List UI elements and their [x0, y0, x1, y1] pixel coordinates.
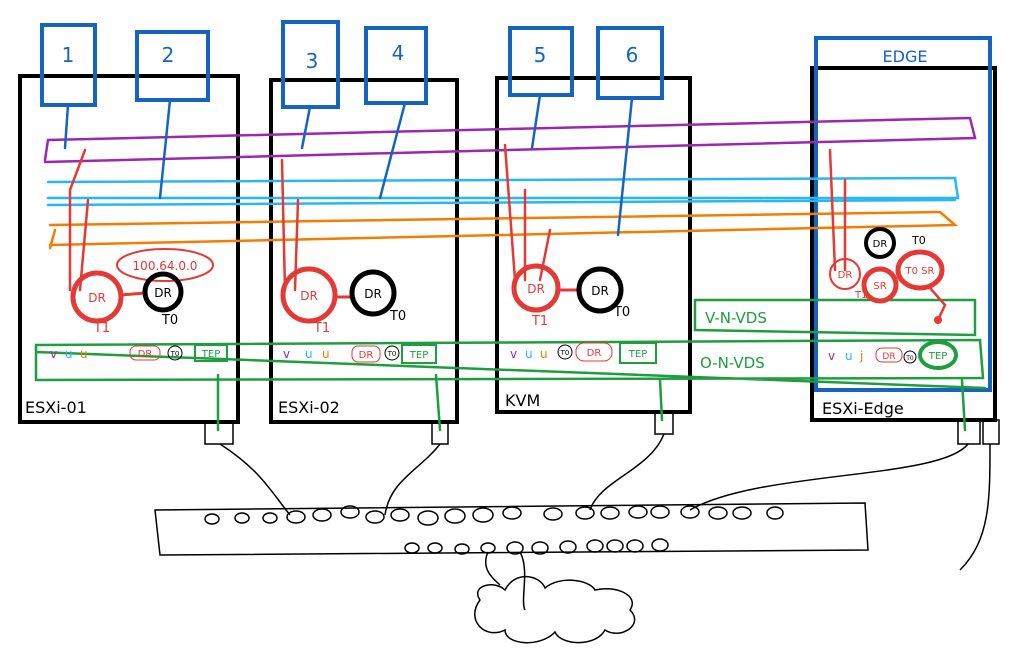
svg-text:TEP: TEP — [409, 350, 428, 361]
svg-text:v: v — [50, 347, 57, 361]
svg-text:DR: DR — [882, 352, 895, 362]
t1-label: T1 — [93, 321, 110, 336]
svg-text:TEP: TEP — [201, 349, 220, 360]
svg-text:T0: T0 — [170, 350, 180, 358]
vm-label: 4 — [392, 41, 405, 65]
vm-6: 6 — [596, 26, 664, 100]
svg-text:DR: DR — [591, 284, 609, 298]
svg-text:v: v — [510, 347, 517, 361]
vm-label: 6 — [626, 43, 639, 67]
svg-text:TEP: TEP — [928, 351, 947, 362]
t0-label: T0 — [389, 309, 406, 324]
dr-t1-kvm: DR — [511, 263, 561, 313]
dr-t0-esxi02: DR — [349, 269, 397, 317]
segment-cyan — [46, 176, 960, 207]
uplink — [928, 286, 947, 322]
svg-text:DR: DR — [838, 270, 853, 281]
dr-t0-esxi01: DR — [142, 271, 184, 313]
svg-text:DR: DR — [300, 289, 318, 303]
vm-4: 4 — [364, 26, 428, 105]
physical-switch — [154, 502, 869, 556]
svg-text:T0 SR: T0 SR — [905, 266, 935, 277]
svg-text:SR: SR — [873, 281, 886, 292]
t1-label: T1 — [313, 321, 330, 336]
vm-label: 5 — [534, 43, 547, 67]
edge-label: EDGE — [883, 47, 928, 66]
svg-text:DR: DR — [364, 287, 382, 301]
svg-text:DR: DR — [359, 350, 374, 361]
vm-label: 1 — [62, 43, 75, 67]
svg-text:DR: DR — [587, 348, 602, 359]
dr-t1-esxi02: DR — [280, 266, 338, 324]
t1-label: T1 — [531, 314, 548, 329]
host-label-esxi-01: ESXi-01 — [25, 398, 87, 417]
svg-text:DR: DR — [138, 349, 153, 360]
vm-5: 5 — [508, 26, 574, 97]
vm-2: 2 — [135, 30, 210, 102]
internet-uplink — [485, 551, 526, 611]
tep-uplinks — [216, 373, 967, 432]
dr-t1-edge: DR — [829, 258, 861, 290]
cables — [219, 433, 991, 571]
dr-t0-edge: DR — [864, 227, 896, 259]
sr-t0-edge: T0 SR — [895, 249, 945, 291]
svg-text:v: v — [828, 349, 835, 363]
transit-subnet-bubble — [116, 248, 214, 282]
internet-cloud-icon — [474, 575, 636, 644]
svg-text:u: u — [540, 347, 548, 361]
svg-text:u: u — [525, 347, 533, 361]
svg-text:DR: DR — [873, 239, 888, 250]
svg-text:j: j — [859, 349, 863, 363]
transit-subnet-label: 100.64.0.0 — [133, 259, 198, 273]
vm-label: 3 — [306, 49, 319, 73]
host-esxi-edge — [810, 66, 997, 422]
vm-links — [63, 93, 634, 237]
vm-label: 2 — [162, 43, 175, 67]
svg-text:u: u — [80, 347, 88, 361]
svg-text:T0: T0 — [560, 349, 570, 357]
o-n-vds-label: O-N-VDS — [700, 354, 765, 372]
segment-orange — [48, 210, 959, 250]
v-n-vds-label: V-N-VDS — [705, 309, 767, 327]
svg-text:v: v — [283, 347, 290, 361]
host-label-esxi-02: ESXi-02 — [278, 398, 340, 417]
svg-text:u: u — [65, 347, 73, 361]
svg-text:u: u — [305, 347, 313, 361]
svg-text:u: u — [845, 349, 853, 363]
vm-3: 3 — [281, 20, 340, 109]
host-esxi-01 — [18, 74, 240, 424]
dr-segment-links — [68, 143, 847, 292]
svg-text:T0: T0 — [905, 355, 914, 362]
t0-label: T0 — [911, 234, 926, 247]
vm-1: 1 — [40, 23, 97, 107]
host-kvm — [495, 76, 692, 414]
svg-text:T0: T0 — [387, 350, 397, 358]
dr-t1-esxi01: DR — [70, 270, 124, 324]
t0-label: T0 — [613, 305, 630, 320]
t0-label: T0 — [161, 313, 178, 328]
dr-t0-kvm: DR — [576, 266, 624, 314]
switch-ports — [204, 505, 784, 555]
svg-text:TEP: TEP — [628, 349, 647, 360]
svg-text:u: u — [322, 347, 330, 361]
svg-text:DR: DR — [527, 282, 545, 296]
host-label-kvm: KVM — [505, 391, 540, 410]
segment-purple — [43, 116, 977, 164]
host-label-esxi-edge: ESXi-Edge — [822, 399, 904, 418]
sr-t1-edge: SR — [861, 266, 899, 304]
svg-text:DR: DR — [88, 291, 106, 305]
t1-label: T1 — [854, 290, 867, 301]
svg-text:DR: DR — [154, 286, 172, 300]
